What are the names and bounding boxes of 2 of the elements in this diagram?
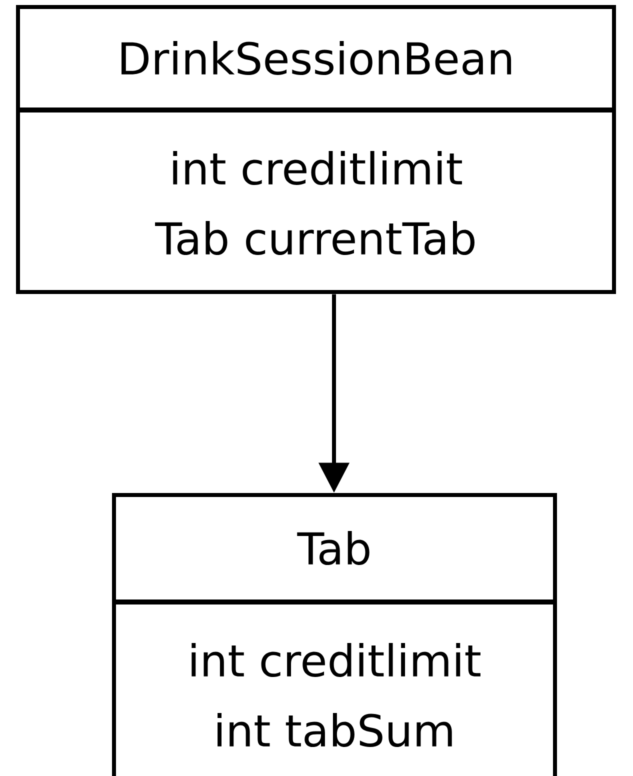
class-box: Tab int creditlimit int tabSum xyxy=(112,493,557,776)
class-box: DrinkSessionBean int creditlimit Tab currentTab xyxy=(16,5,616,294)
